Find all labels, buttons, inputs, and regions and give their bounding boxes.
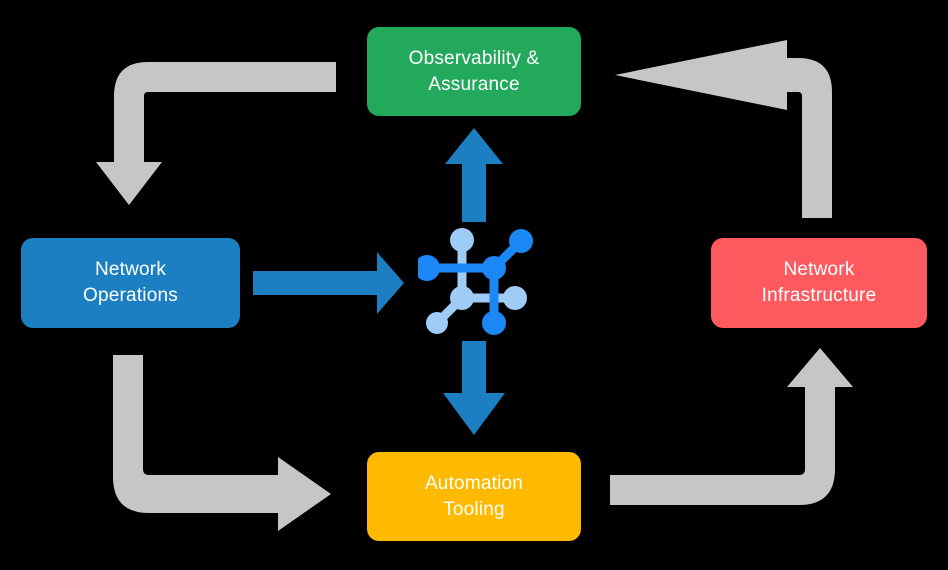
connector-observability-to-operations xyxy=(96,62,336,205)
connector-infrastructure-to-observability xyxy=(615,40,832,218)
node-observability-assurance[interactable]: Observability & Assurance xyxy=(367,27,581,116)
connector-center-to-observability xyxy=(445,128,503,222)
topology-light-edges xyxy=(421,235,519,327)
connector-center-to-automation xyxy=(443,341,505,435)
connector-operations-to-center xyxy=(253,252,404,314)
topology-dark-nodes xyxy=(418,229,533,335)
connector-operations-to-automation xyxy=(113,355,331,531)
topology-light-nodes xyxy=(426,228,527,334)
connector-automation-to-infrastructure xyxy=(610,348,853,505)
node-network-operations[interactable]: Network Operations xyxy=(21,238,240,328)
topology-dark-edges xyxy=(421,237,525,327)
node-network-infrastructure[interactable]: Network Infrastructure xyxy=(711,238,927,328)
network-topology-icon xyxy=(418,228,533,335)
node-automation-tooling[interactable]: Automation Tooling xyxy=(367,452,581,541)
